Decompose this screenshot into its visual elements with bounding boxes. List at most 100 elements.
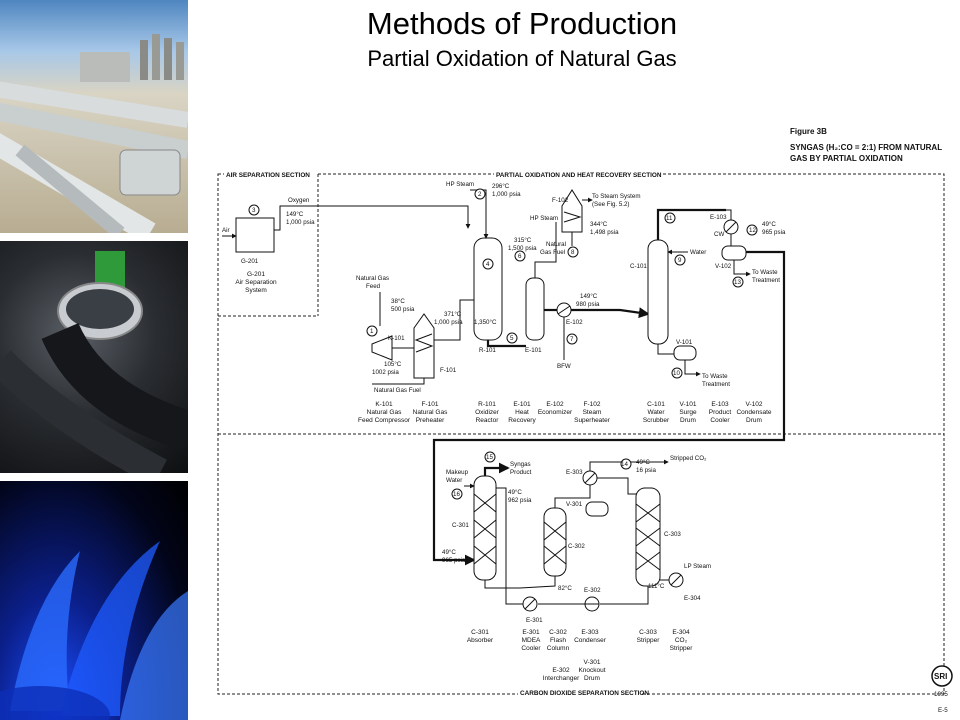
- label-syngas: Syngas: [510, 461, 531, 468]
- tag-e103: E-103: [710, 214, 727, 221]
- stream-14: 14: [621, 461, 628, 468]
- legend-r-101-tag: R-101: [478, 401, 496, 408]
- k101-pressure: 1002 psia: [372, 369, 399, 376]
- tag-e301: E-301: [526, 617, 543, 624]
- legend-g-201-desc: System: [245, 287, 267, 294]
- legend-e-301-desc: MDEA: [522, 637, 541, 644]
- e102-pressure: 980 psia: [576, 301, 600, 308]
- legend-v-101-desc: Drum: [680, 417, 696, 424]
- label-natural-gas-fuel: Natural Gas Fuel: [374, 387, 421, 394]
- figure-label: Figure 3B: [790, 127, 827, 136]
- stream-9: 9: [678, 257, 682, 264]
- legend-e-102-tag: E-102: [546, 401, 564, 408]
- legend-c-301-tag: C-301: [471, 629, 489, 636]
- legend-k-101-tag: K-101: [375, 401, 393, 408]
- pipeline-photo: [0, 0, 188, 233]
- page-subtitle: Partial Oxidation of Natural Gas: [367, 46, 677, 71]
- tag-v301: V-301: [566, 501, 583, 508]
- label-treatment: Treatment: [702, 381, 730, 388]
- tag-g201: G-201: [241, 258, 259, 265]
- figure-caption-line1: SYNGAS (H₂:CO = 2:1) FROM NATURAL: [790, 143, 942, 152]
- label-water: Water: [690, 249, 706, 256]
- legend-e-302-tag: E-302: [552, 667, 570, 674]
- stream-2-temp: 296°C: [492, 183, 510, 190]
- natural-gas-preheater: [413, 313, 435, 379]
- legend-v-301-desc: Knockout: [578, 667, 605, 674]
- legend-e-301-desc: Cooler: [521, 645, 541, 652]
- tag-c303: C-303: [664, 531, 681, 538]
- legend-e-103-desc: Product: [709, 409, 732, 416]
- stream-1-pressure: 500 psia: [391, 306, 415, 313]
- feed-compressor: [371, 335, 393, 361]
- legend-f-102-desc: Steam: [583, 409, 602, 416]
- legend-k-101-desc: Natural Gas: [367, 409, 402, 416]
- tag-v101: V-101: [676, 339, 693, 346]
- stream-2-pressure: 1,000 psia: [492, 191, 521, 198]
- sri-logo-text: SRI: [934, 672, 947, 681]
- stream-3-pressure: 1,000 psia: [286, 219, 315, 226]
- legend-e-103-desc: Cooler: [710, 417, 730, 424]
- label-bfw: BFW: [557, 363, 571, 370]
- stream-1-temp: 38°C: [391, 298, 405, 305]
- f101-temp: 371°C: [444, 311, 462, 318]
- f101-pressure: 1,000 psia: [434, 319, 463, 326]
- stream-13: 13: [734, 279, 741, 286]
- legend-v-301-desc: Drum: [584, 675, 600, 682]
- section-label-co2: CARBON DIOXIDE SEPARATION SECTION: [520, 690, 649, 697]
- stream-5: 5: [510, 335, 514, 342]
- legend-c-302-tag: C-302: [549, 629, 567, 636]
- stream-15: 15: [486, 454, 493, 461]
- tag-f102: F-102: [552, 197, 569, 204]
- tag-e102: E-102: [566, 319, 583, 326]
- label-to-waste: To Waste: [702, 373, 728, 380]
- stream-10: 10: [673, 370, 680, 377]
- legend-e-102-desc: Economizer: [538, 409, 573, 416]
- figure-year: 1995: [934, 691, 948, 698]
- stream-16: 16: [453, 491, 460, 498]
- legend-k-101-desc: Feed Compressor: [358, 417, 411, 424]
- figure-caption-line2: GAS BY PARTIAL OXIDATION: [790, 154, 903, 163]
- diesel-pump-photo: [0, 241, 188, 473]
- e102-temp: 149°C: [580, 293, 598, 300]
- tag-c302: C-302: [568, 543, 585, 550]
- r101-temp: 1,350°C: [474, 319, 497, 326]
- legend-e-303-desc: Condenser: [574, 637, 607, 644]
- tag-e303: E-303: [566, 469, 583, 476]
- label-product: Product: [510, 469, 532, 476]
- legend-f-101-tag: F-101: [422, 401, 439, 408]
- legend-f-101-desc: Preheater: [416, 417, 445, 424]
- legend-v-102-desc: Condensate: [736, 409, 771, 416]
- tag-r101: R-101: [479, 347, 496, 354]
- surge-drum: [673, 345, 697, 361]
- legend-f-101-desc: Natural Gas: [413, 409, 448, 416]
- legend-c-301-desc: Absorber: [467, 637, 494, 644]
- legend-e-101-desc: Heat: [515, 409, 529, 416]
- label-natural-fuel: Natural: [546, 241, 566, 248]
- stream-4: 4: [486, 261, 490, 268]
- section-label-pox: PARTIAL OXIDATION AND HEAT RECOVERY SECT…: [496, 172, 662, 179]
- legend-e-301-tag: E-301: [522, 629, 540, 636]
- stream-14-temp: 49°C: [636, 459, 650, 466]
- legend-c-302-desc: Column: [547, 645, 570, 652]
- stream-12-pressure: 965 psia: [762, 229, 786, 236]
- legend-r-101-desc: Reactor: [476, 417, 500, 424]
- legend-c-101-tag: C-101: [647, 401, 665, 408]
- absorber-column: [473, 475, 497, 581]
- sri-logo: [931, 665, 953, 687]
- stream-6: 6: [518, 253, 522, 260]
- stream-3: 3: [252, 207, 256, 214]
- legend-f-102-desc: Superheater: [574, 417, 611, 424]
- heat-recovery-exchanger: [525, 277, 545, 341]
- tag-f101: F-101: [440, 367, 457, 374]
- tag-e101: E-101: [525, 347, 542, 354]
- label-lp-steam: LP Steam: [684, 563, 711, 570]
- legend-e-103-tag: E-103: [711, 401, 729, 408]
- knockout-drum: [585, 501, 609, 517]
- legend-c-101-desc: Water: [647, 409, 665, 416]
- legend-c-101-desc: Scrubber: [643, 417, 670, 424]
- legend-g-201-desc: Air Separation: [235, 279, 277, 286]
- legend-c-303-tag: C-303: [639, 629, 657, 636]
- tag-e304: E-304: [684, 595, 701, 602]
- label-hp-steam-2: HP Steam: [530, 215, 558, 222]
